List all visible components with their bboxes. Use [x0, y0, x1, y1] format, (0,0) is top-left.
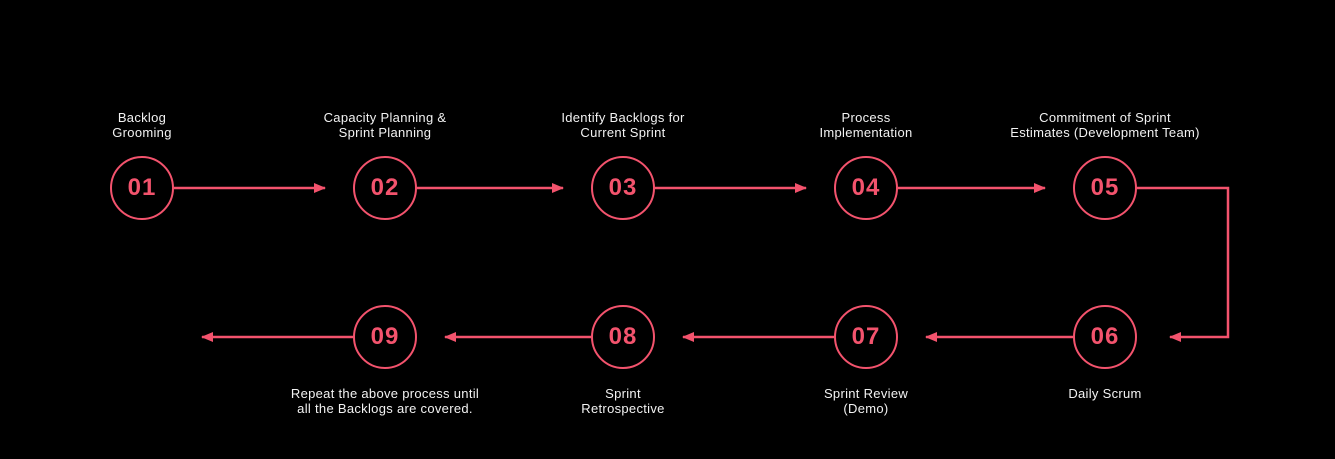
step-label-03: Identify Backlogs for Current Sprint: [561, 110, 685, 140]
step-circle-03: 03: [591, 156, 655, 220]
step-number: 09: [370, 323, 400, 350]
step-number: 05: [1090, 174, 1120, 201]
step-label-09: Repeat the above process until all the B…: [290, 386, 480, 416]
step-number: 03: [608, 174, 638, 201]
step-circle-02: 02: [353, 156, 417, 220]
step-number: 07: [851, 323, 881, 350]
step-label-01: Backlog Grooming: [112, 110, 172, 140]
step-circle-05: 05: [1073, 156, 1137, 220]
step-number: 06: [1090, 323, 1120, 350]
step-label-08: Sprint Retrospective: [581, 386, 665, 416]
flow-arrow-05-to-06: [1137, 186, 1230, 342]
step-number: 04: [851, 174, 881, 201]
step-number: 08: [608, 323, 638, 350]
step-label-07: Sprint Review (Demo): [823, 386, 909, 416]
step-circle-08: 08: [591, 305, 655, 369]
step-label-06: Daily Scrum: [1068, 386, 1142, 401]
step-label-02: Capacity Planning & Sprint Planning: [323, 110, 447, 140]
step-number: 02: [370, 174, 400, 201]
step-circle-09: 09: [353, 305, 417, 369]
step-label-05: Commitment of Sprint Estimates (Developm…: [1010, 110, 1200, 140]
step-circle-06: 06: [1073, 305, 1137, 369]
step-label-04: Process Implementation: [819, 110, 913, 140]
step-circle-07: 07: [834, 305, 898, 369]
step-circle-01: 01: [110, 156, 174, 220]
step-number: 01: [127, 174, 157, 201]
step-circle-04: 04: [834, 156, 898, 220]
